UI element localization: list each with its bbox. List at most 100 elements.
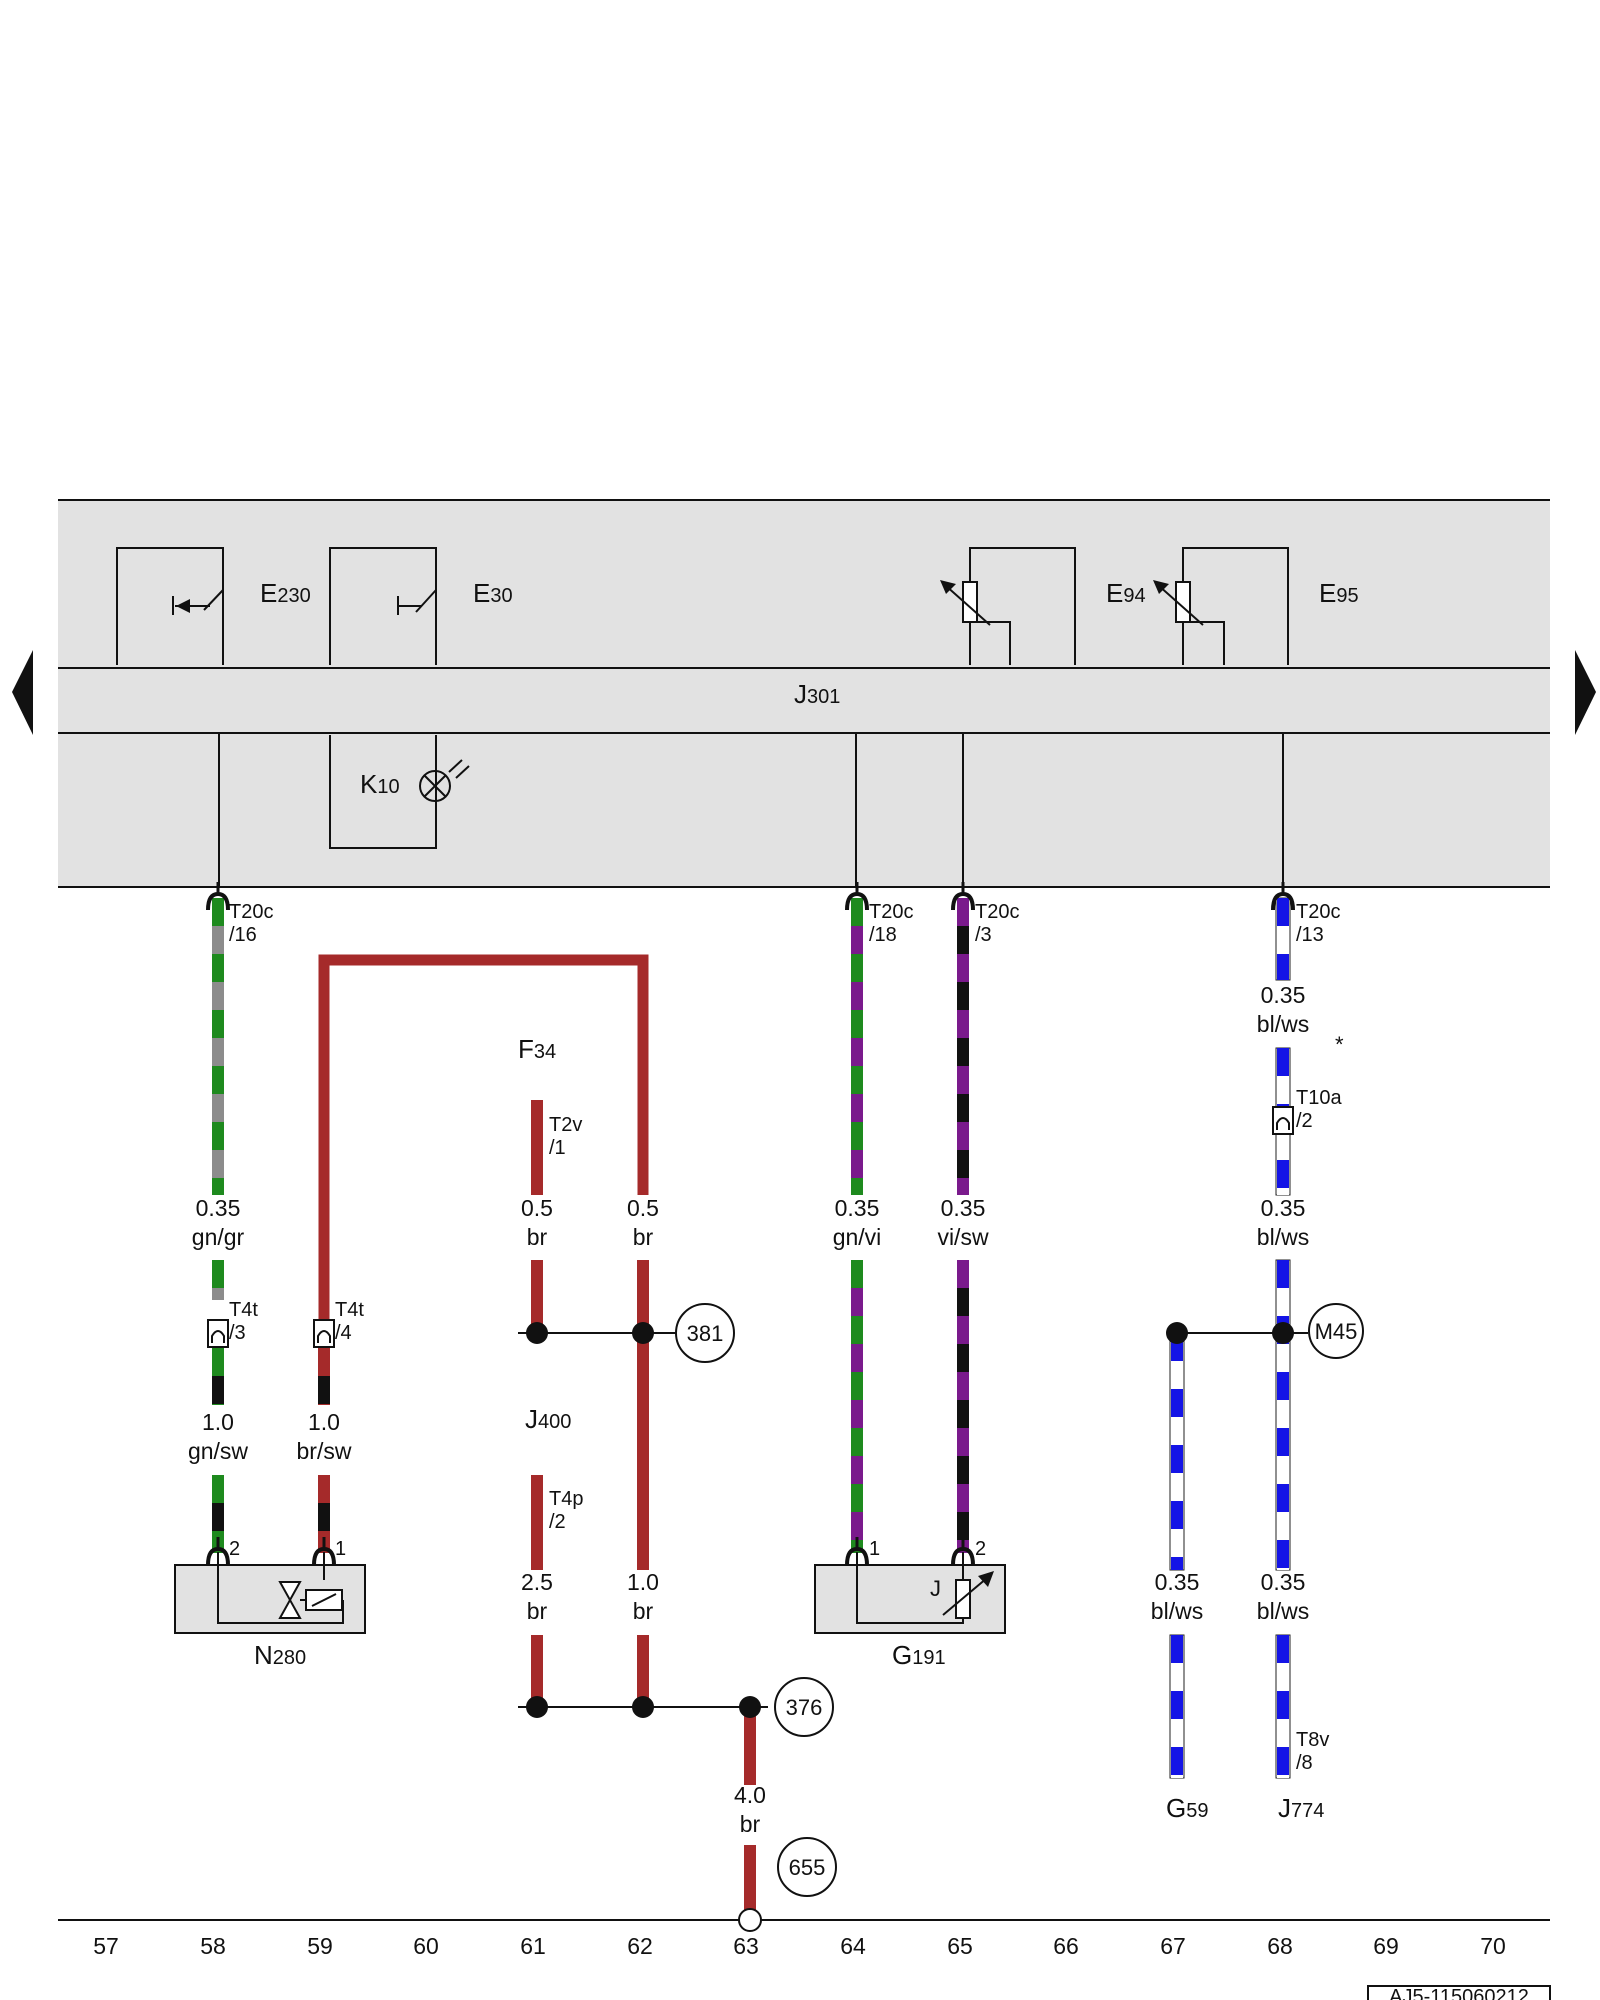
- wire-stripe: [957, 954, 969, 982]
- wire-stripe: [957, 1094, 969, 1122]
- wire-stripe: [957, 1428, 969, 1456]
- wire-stripe: [212, 1066, 224, 1094]
- reference-376[interactable]: 376: [774, 1677, 834, 1737]
- wire-stripe: [212, 1376, 224, 1404]
- wire-br-62-low: [637, 1635, 649, 1707]
- e230-arrow: [176, 599, 190, 613]
- reference-circle[interactable]: [777, 1837, 837, 1897]
- wire-stripe: [957, 1316, 969, 1344]
- connector-pin-number: /16: [229, 924, 257, 946]
- ground-point: [738, 1908, 762, 1932]
- n280-valve-top: [278, 1581, 302, 1603]
- wire-stripe: [1171, 1473, 1183, 1501]
- j301-label: J301: [794, 679, 840, 709]
- next-page-arrow-icon[interactable]: [1575, 650, 1596, 735]
- wire-stripe: [1277, 1344, 1289, 1372]
- connector-name: T8v: [1296, 1729, 1329, 1751]
- wire-size: 0.35: [1155, 1569, 1200, 1595]
- wire-stripe: [1277, 1484, 1289, 1512]
- reference-circle[interactable]: [675, 1303, 735, 1363]
- component-labels: F34 J400 G59 J774 *: [518, 1032, 1344, 1823]
- wire-vi-sw-upper: [957, 898, 969, 1195]
- connector-name: T4t: [229, 1299, 258, 1321]
- reference-381[interactable]: 381: [675, 1303, 735, 1363]
- wire-size: 1.0: [308, 1409, 340, 1435]
- wire-stripe: [212, 1260, 224, 1288]
- wire-color-code: gn/vi: [833, 1224, 882, 1250]
- wire-size: 0.35: [1261, 1195, 1306, 1221]
- connector-name: T4t: [335, 1299, 364, 1321]
- reference-markers[interactable]: 381 M45 376 655: [675, 1303, 1364, 1897]
- track-number: 60: [413, 1933, 439, 1959]
- wire-core: [531, 1100, 543, 1195]
- connector-name: T20c: [1296, 901, 1340, 923]
- e30-label: E30: [473, 578, 513, 608]
- e94-arrow: [940, 580, 956, 594]
- pin-number: 1: [869, 1538, 880, 1560]
- wire-stripe: [212, 1348, 224, 1376]
- connector-forks: [206, 882, 1295, 1566]
- k10-light-ray-b: [455, 765, 470, 779]
- connector-pin-number: /13: [1296, 924, 1324, 946]
- k10-frame: [329, 735, 437, 849]
- wire-stripe: [851, 1094, 863, 1122]
- connector-name: T20c: [975, 901, 1019, 923]
- reference-655[interactable]: 655: [777, 1837, 837, 1897]
- connector-pin-number: /3: [975, 924, 992, 946]
- document-code-box: [1367, 1985, 1551, 2000]
- wire-gn-vi-lower: [851, 1260, 863, 1553]
- f34-label: F34: [518, 1034, 556, 1064]
- connector-pin-number: /2: [1296, 1110, 1313, 1132]
- e95-arrow: [1153, 580, 1169, 594]
- wire-stripe: [957, 1484, 969, 1512]
- wire-stripe: [212, 1150, 224, 1178]
- track-number: 70: [1480, 1933, 1506, 1959]
- wire-br-loop: [318, 954, 649, 1330]
- wire-stripe: [957, 898, 969, 926]
- connector-name: T20c: [869, 901, 913, 923]
- wire-br-f34: [531, 1100, 543, 1195]
- connector-pin-number: /4: [335, 1322, 352, 1344]
- wire-gn-sw-upper: [212, 1348, 224, 1405]
- wire-color-code: br/sw: [297, 1438, 352, 1464]
- wire-br-63-lower: [744, 1845, 756, 1912]
- connector-t10a-2: [1272, 1106, 1294, 1135]
- n280-valve: N280: [174, 1552, 366, 1670]
- track-number: 58: [200, 1933, 226, 1959]
- track-number: 69: [1373, 1933, 1399, 1959]
- wire-stripe: [1277, 926, 1289, 954]
- wire-size: 1.0: [202, 1409, 234, 1435]
- wire-color-code: bl/ws: [1257, 1224, 1309, 1250]
- wire-stripe: [851, 1344, 863, 1372]
- e95-wiper: [1157, 584, 1204, 626]
- reference-circle[interactable]: [774, 1677, 834, 1737]
- wire-stripe: [957, 1344, 969, 1372]
- wire-stripe: [1277, 1775, 1289, 1778]
- wire-core: [637, 1635, 649, 1707]
- reference-m45[interactable]: M45: [1308, 1303, 1364, 1359]
- wire-stripe: [1171, 1417, 1183, 1445]
- wire-stripe: [1171, 1691, 1183, 1719]
- wire-stripe: [212, 1094, 224, 1122]
- wire-size: 0.5: [627, 1195, 659, 1221]
- pin-number: 2: [229, 1538, 240, 1560]
- wire-stripe: [957, 926, 969, 954]
- reference-circle[interactable]: [1308, 1303, 1364, 1359]
- wire-br-61-low: [531, 1635, 543, 1707]
- connector-pin-number: /2: [549, 1511, 566, 1533]
- wire-stripe: [851, 954, 863, 982]
- wire-stripe: [1277, 1288, 1289, 1316]
- wire-gn-vi-upper: [851, 898, 863, 1195]
- k10-lamp: K10: [329, 735, 470, 849]
- reference-label: M45: [1315, 1319, 1358, 1344]
- wire-stripe: [1277, 1048, 1289, 1076]
- wire-stripe: [1277, 1160, 1289, 1188]
- n280-label: N280: [254, 1640, 306, 1670]
- wire-stripe: [851, 1260, 863, 1288]
- wire-core: [744, 1845, 756, 1912]
- wire-stripe: [851, 1150, 863, 1178]
- previous-page-arrow-icon[interactable]: [12, 650, 33, 735]
- connector-name: T2v: [549, 1114, 582, 1136]
- connector-pin: [317, 1330, 331, 1343]
- n280-lead-a: [217, 1552, 344, 1624]
